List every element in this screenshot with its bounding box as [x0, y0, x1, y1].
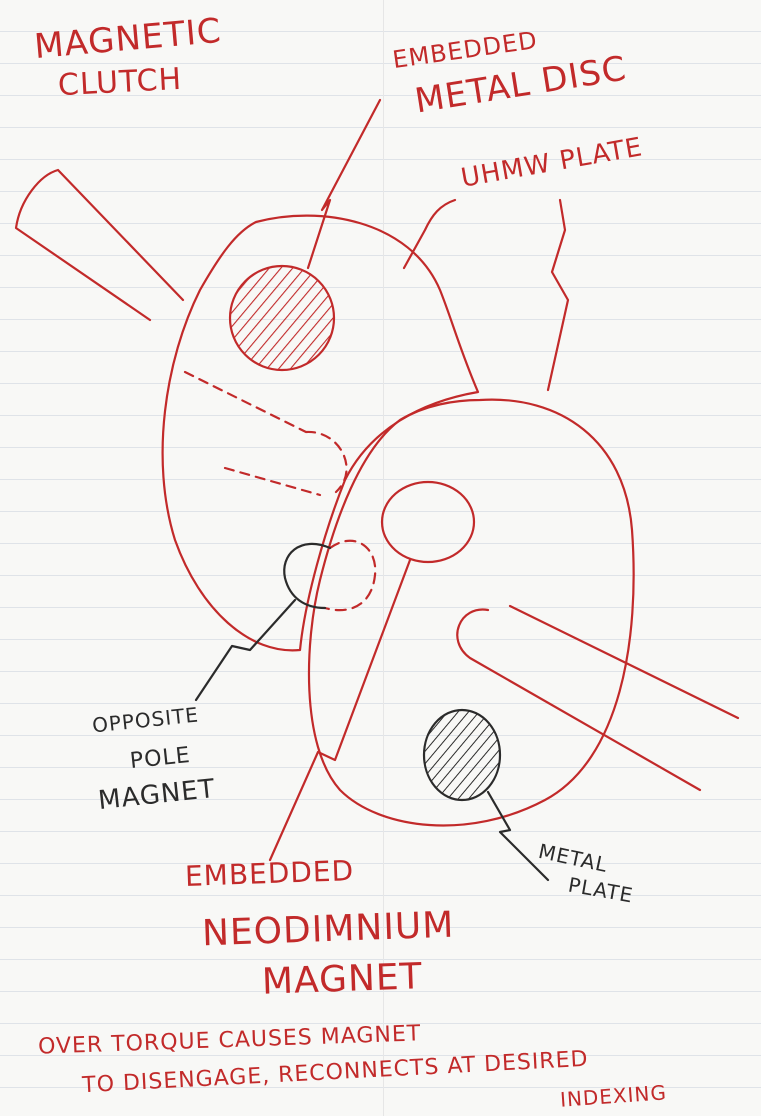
- disc-hatching: [226, 262, 338, 374]
- upper-shaft: [16, 170, 183, 320]
- plate-hatching: [420, 706, 504, 804]
- uhmw-leader: [404, 200, 455, 268]
- title-line2: CLUTCH: [57, 65, 183, 101]
- upper-uhmw-plate: [163, 216, 478, 651]
- uhmw-leader-2: [548, 200, 568, 390]
- hidden-shaft: [185, 372, 347, 495]
- neo-label-line2: NEODIMNIUM: [201, 908, 454, 953]
- opposite-pole-magnet-outline: [325, 541, 375, 610]
- neo-label-line3: MAGNET: [261, 959, 423, 1001]
- neo-label-line1: EMBEDDED: [185, 857, 355, 891]
- plate-leader: [488, 792, 548, 880]
- disc-leader: [308, 100, 380, 268]
- magnet-recess: [382, 482, 474, 562]
- opposite-pole-magnet: [284, 544, 330, 608]
